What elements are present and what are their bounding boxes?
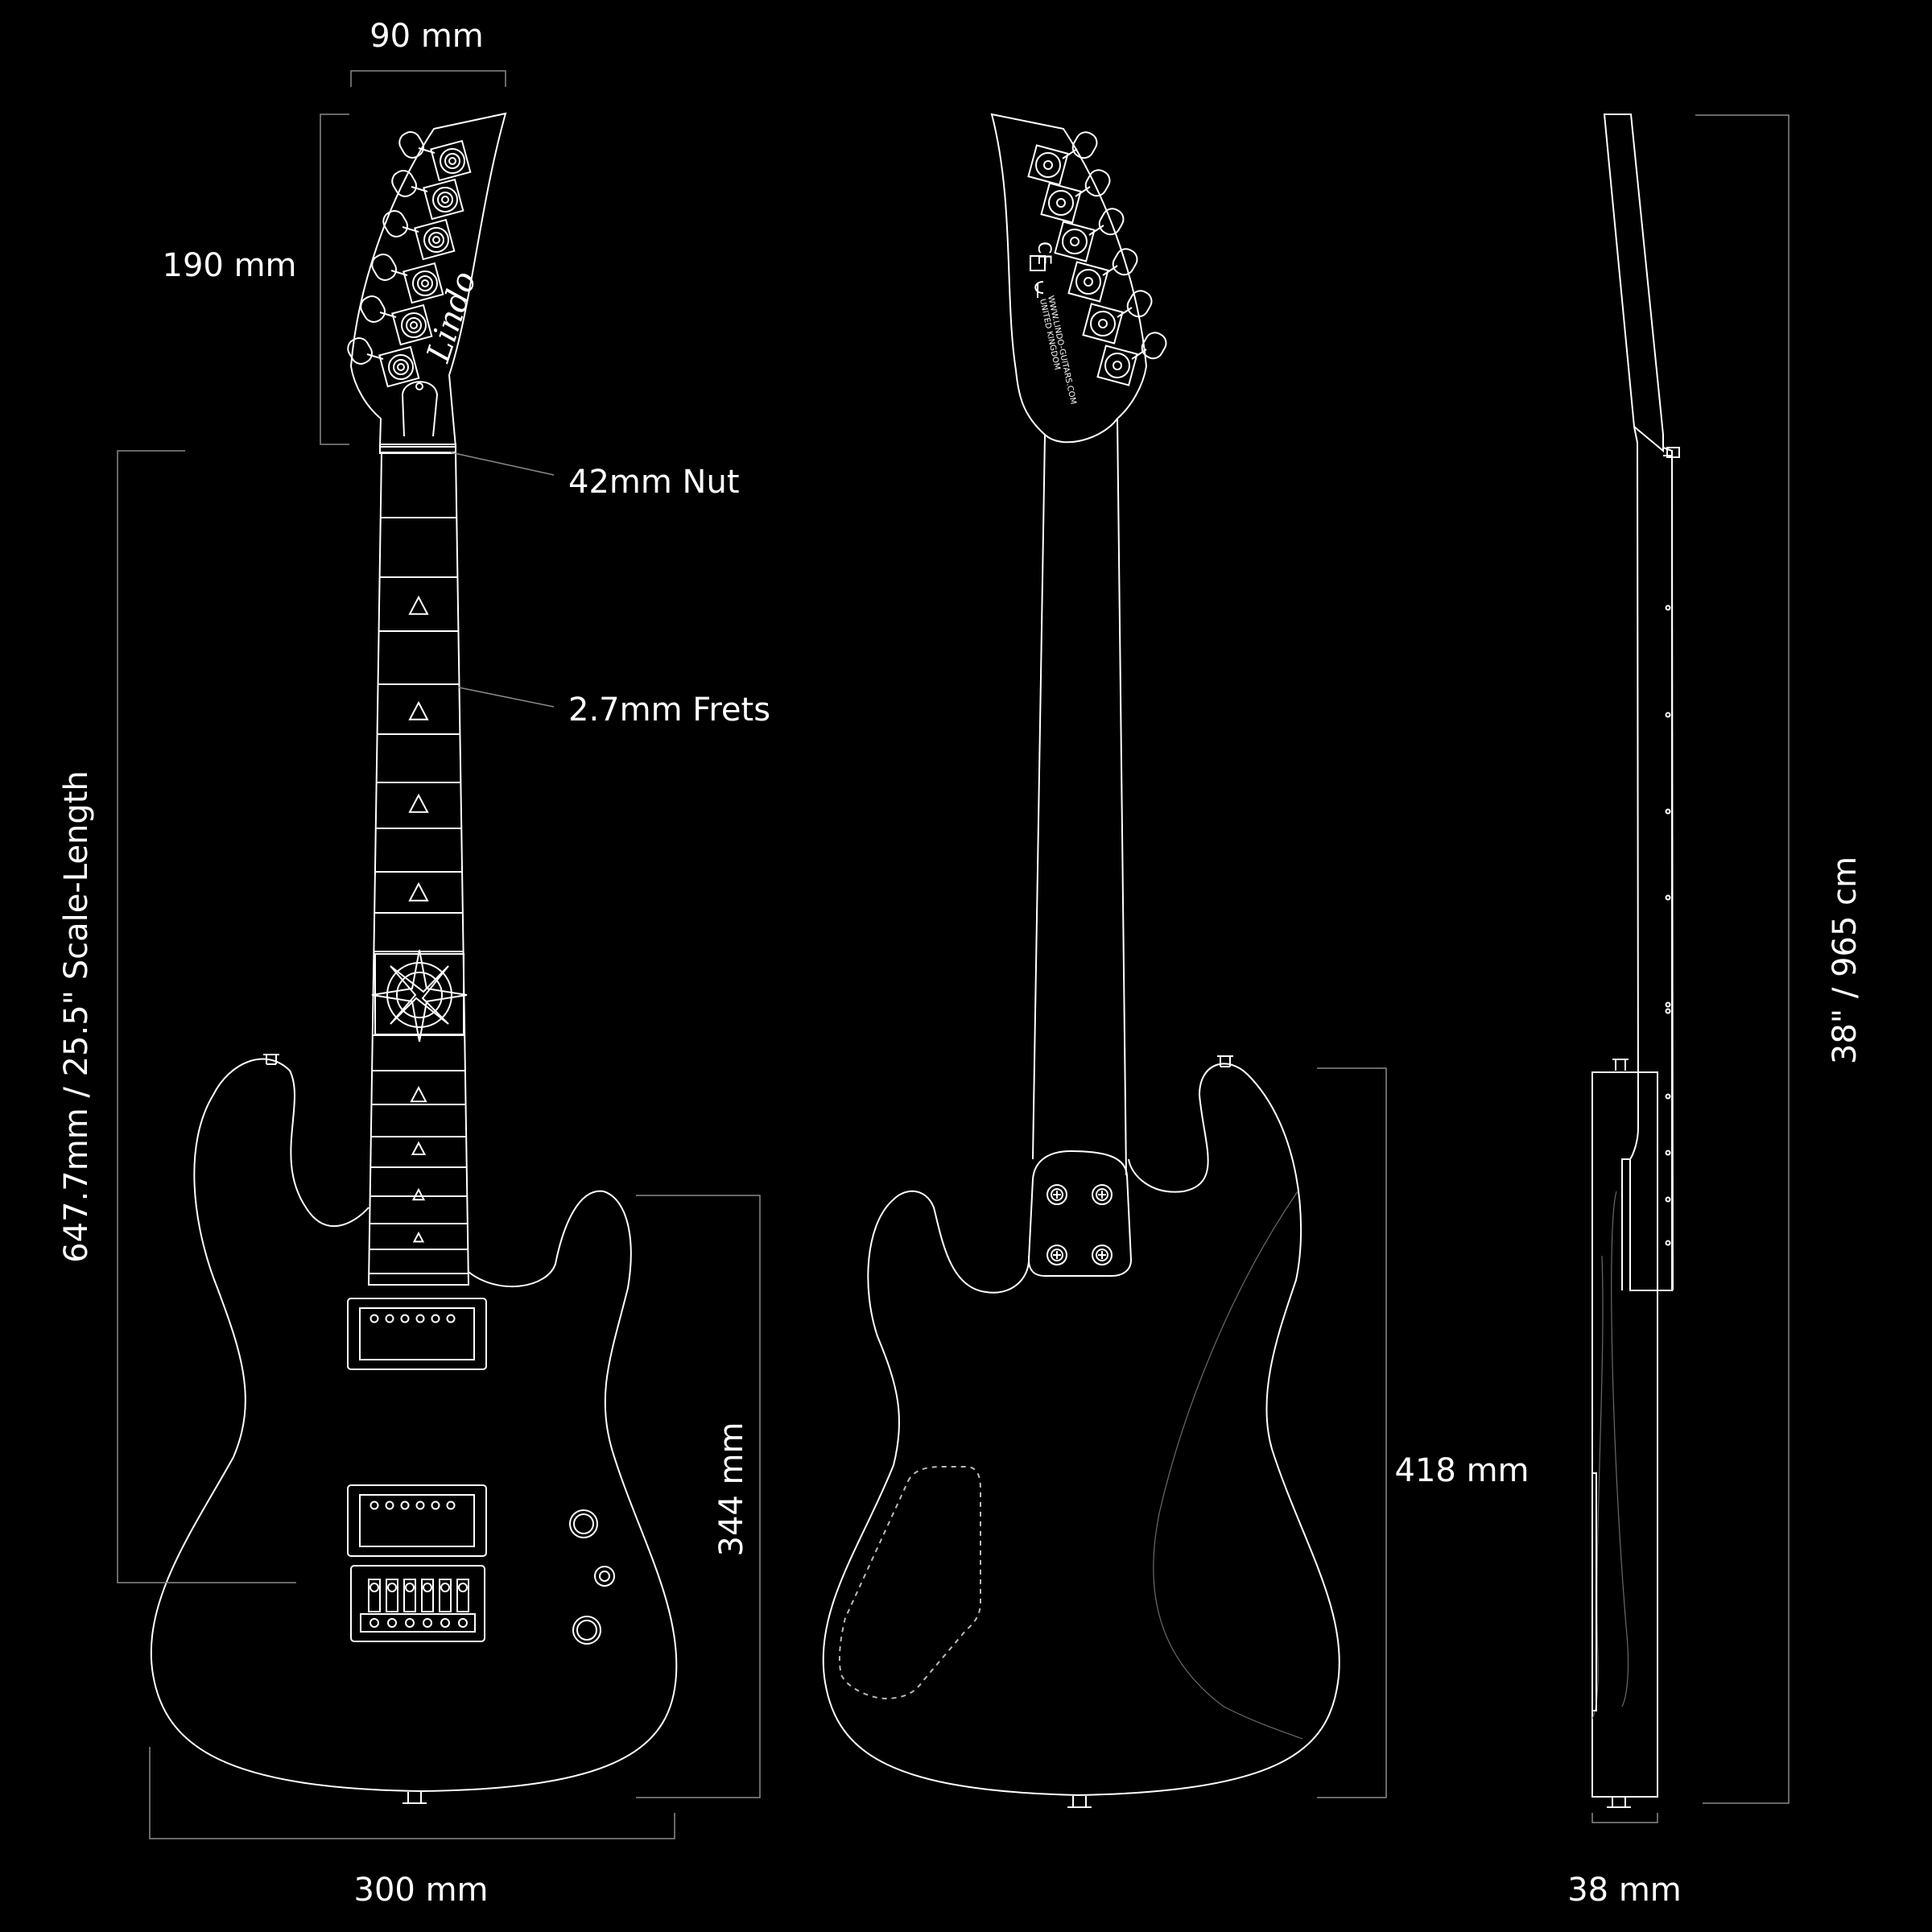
body-contour (1153, 1191, 1303, 1740)
back-tuner-3 (1054, 208, 1125, 262)
headstock-length-label: 190 mm (163, 247, 297, 284)
pole-piece (446, 1501, 456, 1510)
triangle-inlay-1 (408, 595, 429, 615)
neck-screw-1 (1046, 1184, 1067, 1205)
neck-pickup (347, 1298, 487, 1370)
neck-screw-2 (1092, 1184, 1113, 1205)
side-marker-dot (1665, 1240, 1671, 1246)
back-tuner-6 (1096, 332, 1167, 386)
triangle-inlay-8 (412, 1231, 425, 1243)
side-marker-dot (1665, 894, 1671, 901)
pole-piece (369, 1501, 379, 1510)
front-body (150, 1058, 678, 1793)
saddle-6 (456, 1579, 469, 1628)
back-tuner-2 (1040, 169, 1111, 224)
svg-text:CE: CE (1034, 242, 1054, 265)
pole-piece (369, 1314, 379, 1323)
side-marker-dot (1665, 1001, 1671, 1008)
triangle-inlay-5 (410, 1085, 427, 1103)
toggle-switch (594, 1566, 615, 1587)
back-tuner-5 (1082, 290, 1153, 345)
scale-length-label: 647.7mm / 25.5" Scale-Length (58, 770, 95, 1263)
side-view (1591, 114, 1680, 1808)
side-marker-dot (1665, 808, 1671, 815)
side-headstock (1603, 114, 1664, 453)
tuner-4 (371, 254, 444, 304)
strap-button-bottom (402, 1792, 427, 1804)
tuner-6 (347, 337, 420, 388)
pole-piece (385, 1314, 394, 1323)
headstock-logo: Lindo (419, 267, 484, 367)
triangle-inlay-6 (411, 1141, 427, 1155)
front-headstock (349, 112, 507, 448)
neck-plate (1027, 1150, 1133, 1277)
pole-piece (431, 1501, 440, 1510)
tuner-1 (398, 130, 472, 182)
back-view: CE WWW.LINDO-GUITARS.COM UNITED KINGDOM (822, 113, 1340, 1808)
triangle-inlay-7 (411, 1187, 426, 1201)
side-marker-dot (1665, 1196, 1671, 1203)
front-dimension-lines: 90 mm 190 mm 42mm Nut 2.7mm Frets 647.7m… (58, 18, 770, 1909)
nut-width-label: 42mm Nut (568, 464, 740, 501)
tuner-2 (391, 169, 464, 221)
side-body (1591, 1071, 1658, 1798)
pole-piece (415, 1314, 425, 1323)
compass-inlay (371, 949, 468, 1042)
pole-piece (446, 1314, 456, 1323)
body-depth-label: 38 mm (1567, 1872, 1682, 1909)
back-tuners (1027, 131, 1167, 386)
side-marker-dot (1665, 1150, 1671, 1156)
fret-size-label: 2.7mm Frets (568, 691, 770, 729)
back-dimension-lines: 418 mm (1317, 1067, 1530, 1798)
side-marker-dot (1665, 1008, 1671, 1014)
pole-piece (385, 1501, 394, 1510)
truss-rod-cover (401, 381, 439, 437)
bridge (350, 1565, 485, 1642)
tone-knob (572, 1616, 601, 1645)
triangle-inlay-4 (408, 881, 429, 902)
saddle-1 (368, 1579, 381, 1628)
side-marker-dot (1665, 1093, 1671, 1100)
control-cavity (838, 1466, 981, 1700)
tuner-3 (382, 210, 456, 261)
back-headstock-markings: CE WWW.LINDO-GUITARS.COM UNITED KINGDOM (1030, 242, 1077, 405)
triangle-inlay-3 (408, 793, 429, 813)
front-view: Lindo (150, 112, 678, 1804)
bridge-pickup (347, 1484, 487, 1557)
back-tuner-4 (1067, 248, 1138, 303)
triangle-inlay-2 (408, 700, 429, 720)
front-tuners (347, 130, 472, 388)
side-marker-dot (1665, 605, 1671, 611)
pole-piece (400, 1501, 410, 1510)
pole-piece (415, 1501, 425, 1510)
volume-knob (569, 1509, 598, 1538)
neck-screw-3 (1046, 1245, 1067, 1265)
fret-inlays (408, 595, 429, 1243)
tuner-5 (360, 295, 433, 346)
neck-screw-4 (1092, 1245, 1113, 1265)
side-marker-dot (1665, 712, 1671, 718)
frets (369, 517, 469, 1274)
body-width-label: 300 mm (354, 1872, 489, 1909)
strap-button-top (263, 1054, 279, 1065)
side-dimension-lines: 38" / 965 cm 38 mm (1567, 114, 1864, 1909)
body-length-back-label: 418 mm (1395, 1452, 1530, 1489)
pole-piece (400, 1314, 410, 1323)
saddle-3 (403, 1579, 416, 1628)
back-neck (1032, 434, 1046, 1160)
back-headstock (990, 113, 1148, 444)
saddle-5 (439, 1579, 452, 1628)
back-body (822, 1063, 1340, 1797)
fretboard (367, 452, 470, 1286)
side-fretboard (1663, 455, 1673, 1290)
pole-piece (431, 1314, 440, 1323)
body-length-front-label: 344 mm (713, 1422, 750, 1557)
back-tuner-1 (1027, 131, 1098, 186)
headstock-width-label: 90 mm (369, 18, 484, 55)
saddle-4 (421, 1579, 434, 1628)
total-length-label: 38" / 965 cm (1827, 857, 1864, 1064)
saddle-2 (386, 1579, 398, 1628)
side-neck (1629, 426, 1673, 1291)
